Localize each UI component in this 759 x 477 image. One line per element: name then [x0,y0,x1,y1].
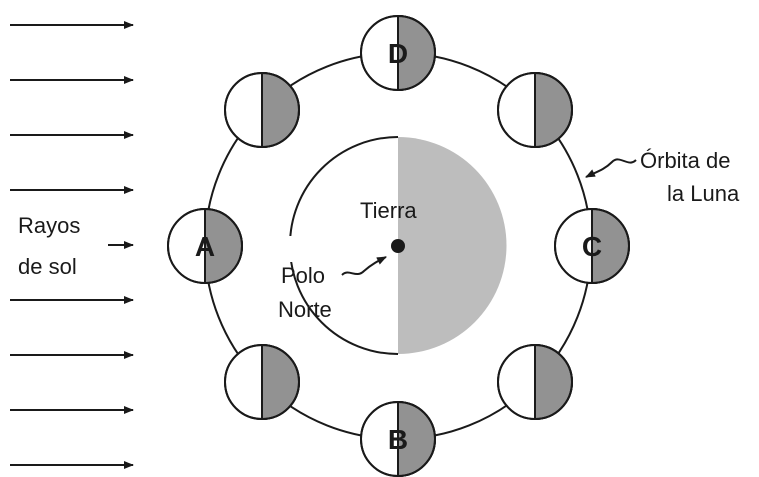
orbit-label-line2: la Luna [667,181,740,206]
earth [280,136,507,355]
moon-bottom-left [224,343,300,421]
earth-night-side [398,137,507,354]
earth-label: Tierra [360,198,417,223]
moon-label-right: C [582,231,602,262]
moon-left [167,207,243,285]
moon-top [360,14,436,92]
moon-label-bottom: B [388,424,408,455]
north-pole-label-line2: Norte [278,297,332,322]
moon-bottom [360,400,436,477]
north-pole-pointer [341,256,387,276]
moon-label-left: A [195,231,215,262]
sun-rays-label-line2: de sol [18,254,77,279]
moon-right [554,207,630,285]
north-pole-dot [391,239,405,253]
sun-rays-label-line1: Rayos [18,213,80,238]
moon-label-top: D [388,38,408,69]
moon-top-right [497,71,573,149]
moons [167,14,630,477]
moon-bottom-right [497,343,573,421]
north-pole-label-line1: Polo [281,263,325,288]
orbit-label-line1: Órbita de [640,148,731,173]
orbit-pointer [585,158,637,178]
moon-top-left [224,71,300,149]
